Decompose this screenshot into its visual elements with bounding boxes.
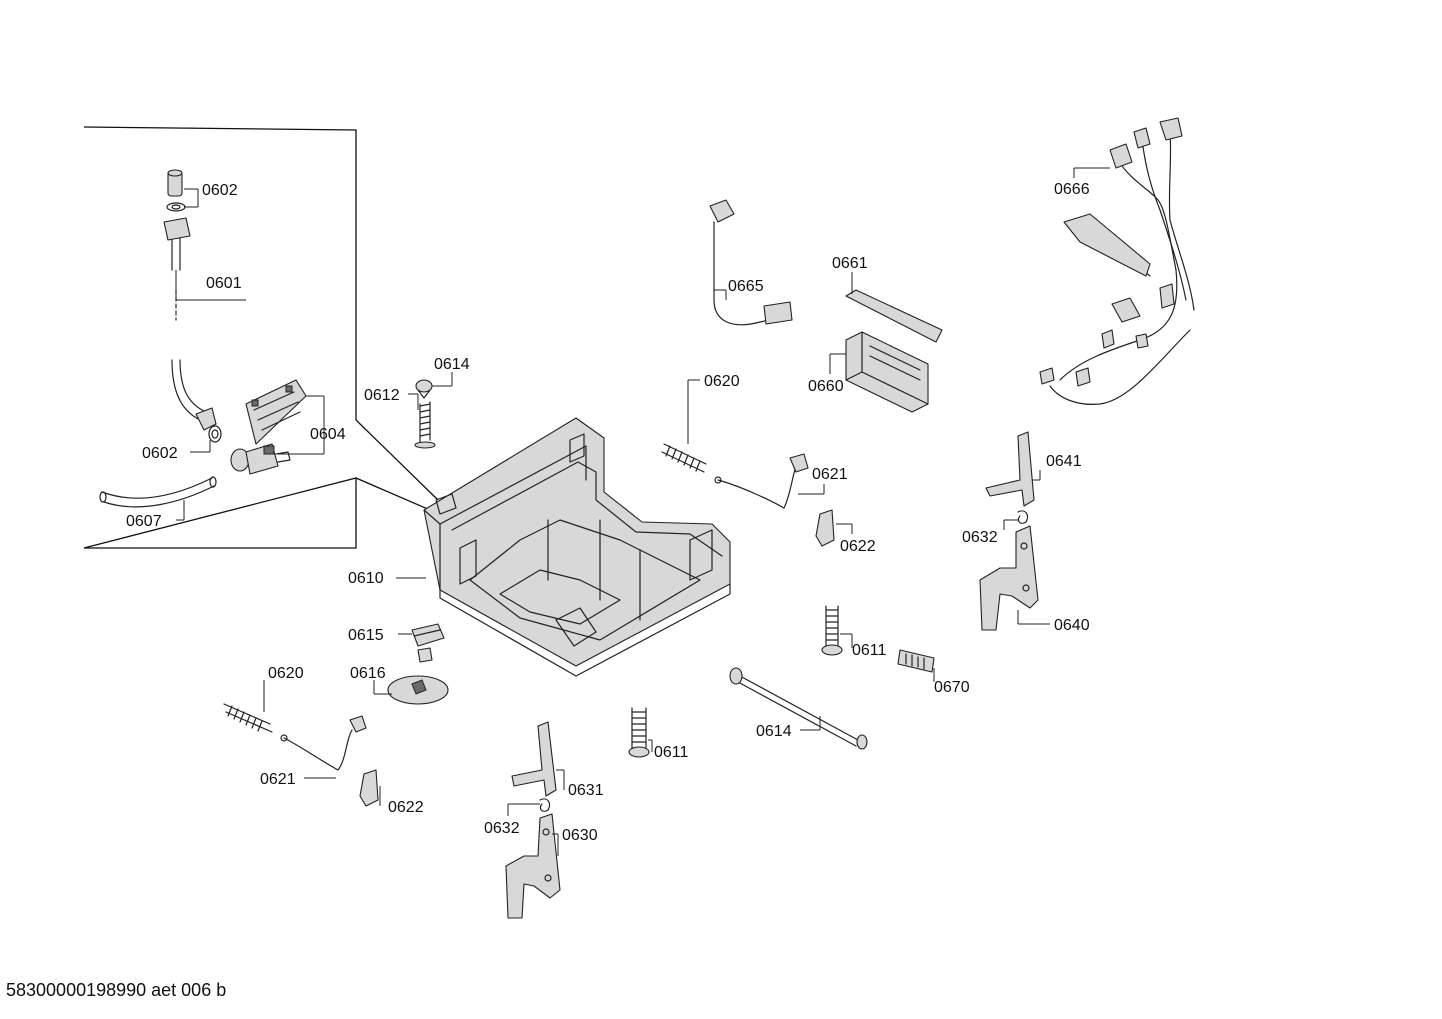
label-0630: 0630 [562, 827, 598, 844]
label-0620-right: 0620 [704, 373, 740, 390]
part-0630-hinge-plate-bottom [505, 813, 561, 919]
part-0604-valve-bracket [245, 379, 307, 445]
part-0621-cable-right [714, 453, 809, 509]
part-0621-cable-left [280, 715, 367, 771]
part-0641-hinge-arm-right [985, 431, 1035, 507]
label-0620-left: 0620 [268, 665, 304, 682]
label-0615: 0615 [348, 627, 384, 644]
part-0607-tube [99, 476, 217, 508]
part-labels: 0602 0601 0602 0604 0607 0612 0614 0610 … [126, 181, 1090, 844]
label-0611-right: 0611 [852, 642, 887, 659]
part-0632-spring-bottom [539, 798, 551, 812]
part-0622-clip-left [359, 769, 379, 807]
part-0620-spring-left [223, 703, 273, 733]
part-0661-cover [845, 289, 943, 343]
frame-pointer-line-lower [355, 477, 431, 511]
label-0622-right: 0622 [840, 538, 876, 555]
label-0631: 0631 [568, 782, 604, 799]
label-0607: 0607 [126, 513, 162, 530]
label-0670: 0670 [934, 679, 970, 696]
part-0611-foot-left [628, 707, 650, 758]
label-0610: 0610 [348, 570, 384, 587]
label-0602-top: 0602 [202, 182, 238, 199]
part-0616-disc [387, 675, 449, 705]
part-0632-spring-right [1017, 510, 1029, 524]
label-0622-left: 0622 [388, 799, 424, 816]
part-0665-power-cable [709, 199, 793, 326]
part-0612-screw [414, 401, 436, 449]
label-0641: 0641 [1046, 453, 1082, 470]
label-0614-nut: 0614 [434, 356, 470, 373]
part-0670-slider [897, 649, 935, 673]
label-0612: 0612 [364, 387, 400, 404]
label-0601: 0601 [206, 275, 242, 292]
label-0640: 0640 [1054, 617, 1090, 634]
part-0602-washer-top [166, 202, 186, 212]
label-0614-rod: 0614 [756, 723, 792, 740]
part-0622-clip-right [815, 509, 835, 547]
label-0632-right: 0632 [962, 529, 998, 546]
label-0616: 0616 [350, 665, 386, 682]
part-0602-washer-bottom [208, 425, 222, 443]
part-0666-wiring-harness [1039, 117, 1195, 405]
label-0632-bottom: 0632 [484, 820, 520, 837]
part-0602-cap [167, 169, 183, 197]
leader-lines [175, 167, 1110, 856]
part-0604-valve [230, 443, 291, 475]
part-0660-housing [845, 331, 929, 413]
part-0615-block [411, 623, 445, 663]
label-0621-left: 0621 [260, 771, 296, 788]
label-0611-left: 0611 [654, 744, 689, 761]
part-0611-foot-right [821, 605, 843, 656]
part-0614-nut [415, 379, 433, 399]
label-0661: 0661 [832, 255, 868, 272]
label-0621-right: 0621 [812, 466, 848, 483]
label-0602-bottom: 0602 [142, 445, 178, 462]
part-0610-base-frame [423, 417, 731, 677]
detail-inset-frame [83, 126, 357, 549]
label-0660: 0660 [808, 378, 844, 395]
part-0620-spring-right [661, 443, 707, 473]
label-0604: 0604 [310, 426, 346, 443]
frame-pointer-line-upper [355, 419, 439, 501]
part-0614-rod [729, 667, 868, 750]
part-0640-hinge-plate-right [979, 525, 1039, 631]
part-0601-hose [163, 217, 217, 431]
label-0666: 0666 [1054, 181, 1090, 198]
label-0665: 0665 [728, 278, 764, 295]
document-code: 58300000198990 aet 006 b [6, 980, 227, 1000]
part-0631-hinge-arm-bottom [511, 721, 557, 797]
